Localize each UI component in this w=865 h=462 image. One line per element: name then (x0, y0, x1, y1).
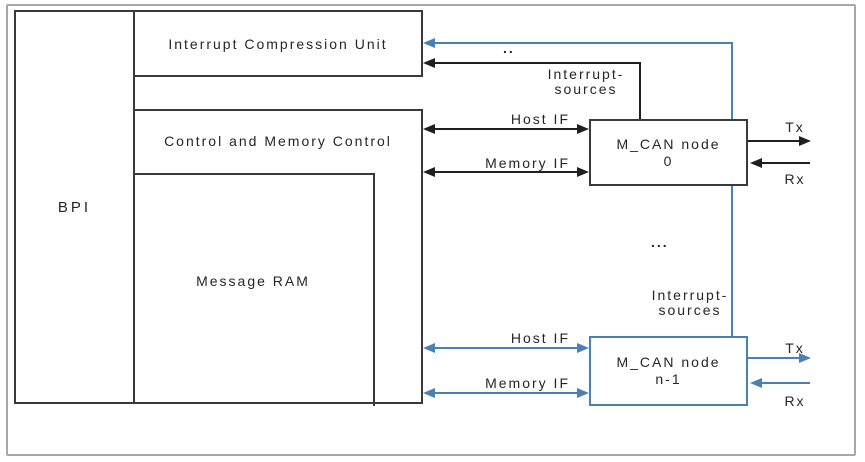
rx-top-label: Rx (784, 171, 806, 187)
arrow-line (748, 140, 802, 142)
arrowhead-left-icon (423, 124, 435, 134)
mcan-node-n1-label: M_CAN node n-1 (616, 354, 720, 388)
memory-if-top-label: Memory IF (485, 155, 570, 171)
interrupt-sources-top-line1: Interrupt- (547, 66, 625, 82)
arrow-line (432, 171, 580, 173)
arrowhead-left-icon (423, 388, 435, 398)
host-if-bottom-label: Host IF (510, 330, 570, 346)
interrupt-sources-bottom-line2: sources (658, 302, 722, 318)
mcan-node-0-label: M_CAN node 0 (616, 136, 720, 170)
control-and-memory-control-label: Control and Memory Control (164, 133, 392, 149)
mcan-node-n1-block: M_CAN node n-1 (589, 336, 748, 406)
mcan-node-n1-label-line2: n-1 (655, 371, 682, 387)
mcan-node-0-block: M_CAN node 0 (589, 119, 748, 186)
tx-bottom-label: Tx (785, 340, 805, 356)
arrow-line (430, 42, 733, 44)
arrow-line (758, 382, 810, 384)
interrupt-sources-top-label: Interrupt- sources (543, 67, 629, 97)
interrupt-compression-unit-label: Interrupt Compression Unit (168, 35, 388, 52)
control-and-memory-control-block: Control and Memory Control Message RAM (133, 109, 423, 406)
arrowhead-left-icon (423, 58, 435, 68)
mcan-node-0-label-line2: 0 (663, 152, 674, 169)
arrowhead-left-icon (423, 38, 435, 48)
arrowhead-left-icon (423, 343, 435, 353)
bpi-label: BPI (57, 198, 92, 216)
arrowhead-right-icon (799, 353, 811, 363)
arrowhead-left-icon (750, 378, 762, 388)
ellipsis-top-label: .. (503, 40, 515, 56)
arrow-line-vertical (731, 42, 733, 336)
arrowhead-right-icon (577, 124, 589, 134)
arrow-line-vertical (639, 62, 641, 119)
message-ram-block: Message RAM (133, 173, 375, 406)
arrowhead-left-icon (423, 167, 435, 177)
arrow-line (430, 62, 641, 64)
interrupt-sources-bottom-label: Interrupt- sources (645, 288, 735, 318)
interrupt-sources-bottom-line1: Interrupt- (651, 287, 729, 303)
interrupt-compression-unit-block: Interrupt Compression Unit (133, 10, 423, 77)
arrowhead-right-icon (577, 388, 589, 398)
arrow-line (758, 162, 810, 164)
interrupt-sources-top-line2: sources (554, 81, 618, 97)
arrow-line (432, 392, 580, 394)
ellipsis-middle-label: ... (651, 234, 669, 250)
rx-bottom-label: Rx (784, 393, 806, 409)
mcan-node-0-label-line1: M_CAN node (616, 135, 721, 152)
arrow-line (432, 128, 580, 130)
host-if-top-label: Host IF (510, 111, 570, 127)
arrowhead-right-icon (577, 343, 589, 353)
arrowhead-right-icon (577, 167, 589, 177)
tx-top-label: Tx (785, 119, 805, 135)
arrowhead-right-icon (799, 136, 811, 146)
mcan-node-n1-label-line1: M_CAN node (616, 354, 721, 370)
arrowhead-left-icon (750, 158, 762, 168)
memory-if-bottom-label: Memory IF (485, 375, 570, 391)
bpi-block: BPI (14, 10, 135, 404)
figure-frame (6, 4, 856, 456)
message-ram-label: Message RAM (196, 273, 310, 289)
arrow-line (432, 347, 580, 349)
arrow-line (748, 357, 802, 359)
